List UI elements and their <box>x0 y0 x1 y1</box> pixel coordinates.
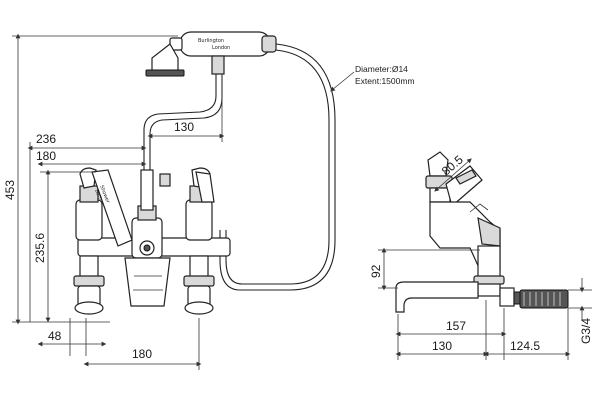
hose-loop-inner <box>225 49 330 285</box>
threaded-pipe <box>519 289 569 309</box>
dim-side-124-5: 124.5 <box>510 339 540 353</box>
hose-annotation: Diameter:Ø14 Extent:1500mm <box>330 64 415 92</box>
left-lever: Shower Bath <box>91 169 133 247</box>
hose-left <box>143 74 217 170</box>
dim-height-235-6: 235.6 <box>33 233 47 263</box>
hose-extent: Extent:1500mm <box>355 76 415 86</box>
dim-base-48: 48 <box>48 329 62 343</box>
hose-diameter: Diameter:Ø14 <box>355 64 408 74</box>
dim-side-130: 130 <box>432 339 452 353</box>
hose-left-inner <box>149 74 223 170</box>
diverter-center <box>143 244 151 252</box>
front-dimensions: 453 236 180 130 235.6 48 180 <box>3 33 225 370</box>
front-view: Burlington London <box>73 31 336 315</box>
spout <box>124 257 171 307</box>
handset-brand-name: Burlington <box>198 38 224 44</box>
shower-lever <box>159 173 171 187</box>
riser-stem <box>140 169 154 211</box>
dim-thread: G3/4 <box>579 318 593 344</box>
dim-width-180-top: 180 <box>36 149 56 163</box>
dim-spout-height: 92 <box>369 264 383 278</box>
side-spout <box>395 281 479 313</box>
dim-spout-reach: 157 <box>446 319 466 333</box>
handset-brand-city: London <box>212 45 230 51</box>
hose-loop <box>219 43 336 291</box>
left-valve <box>73 167 105 315</box>
dim-hose-offset: 130 <box>174 120 194 134</box>
dim-centres-180: 180 <box>132 347 152 361</box>
dim-width-236: 236 <box>36 132 56 146</box>
right-lever <box>195 171 215 203</box>
lever-label-line2: Bath <box>93 189 103 202</box>
dim-overall-height: 453 <box>3 180 17 200</box>
side-inlet <box>499 287 515 307</box>
side-view <box>395 151 569 313</box>
shower-handset: Burlington London <box>145 31 277 77</box>
